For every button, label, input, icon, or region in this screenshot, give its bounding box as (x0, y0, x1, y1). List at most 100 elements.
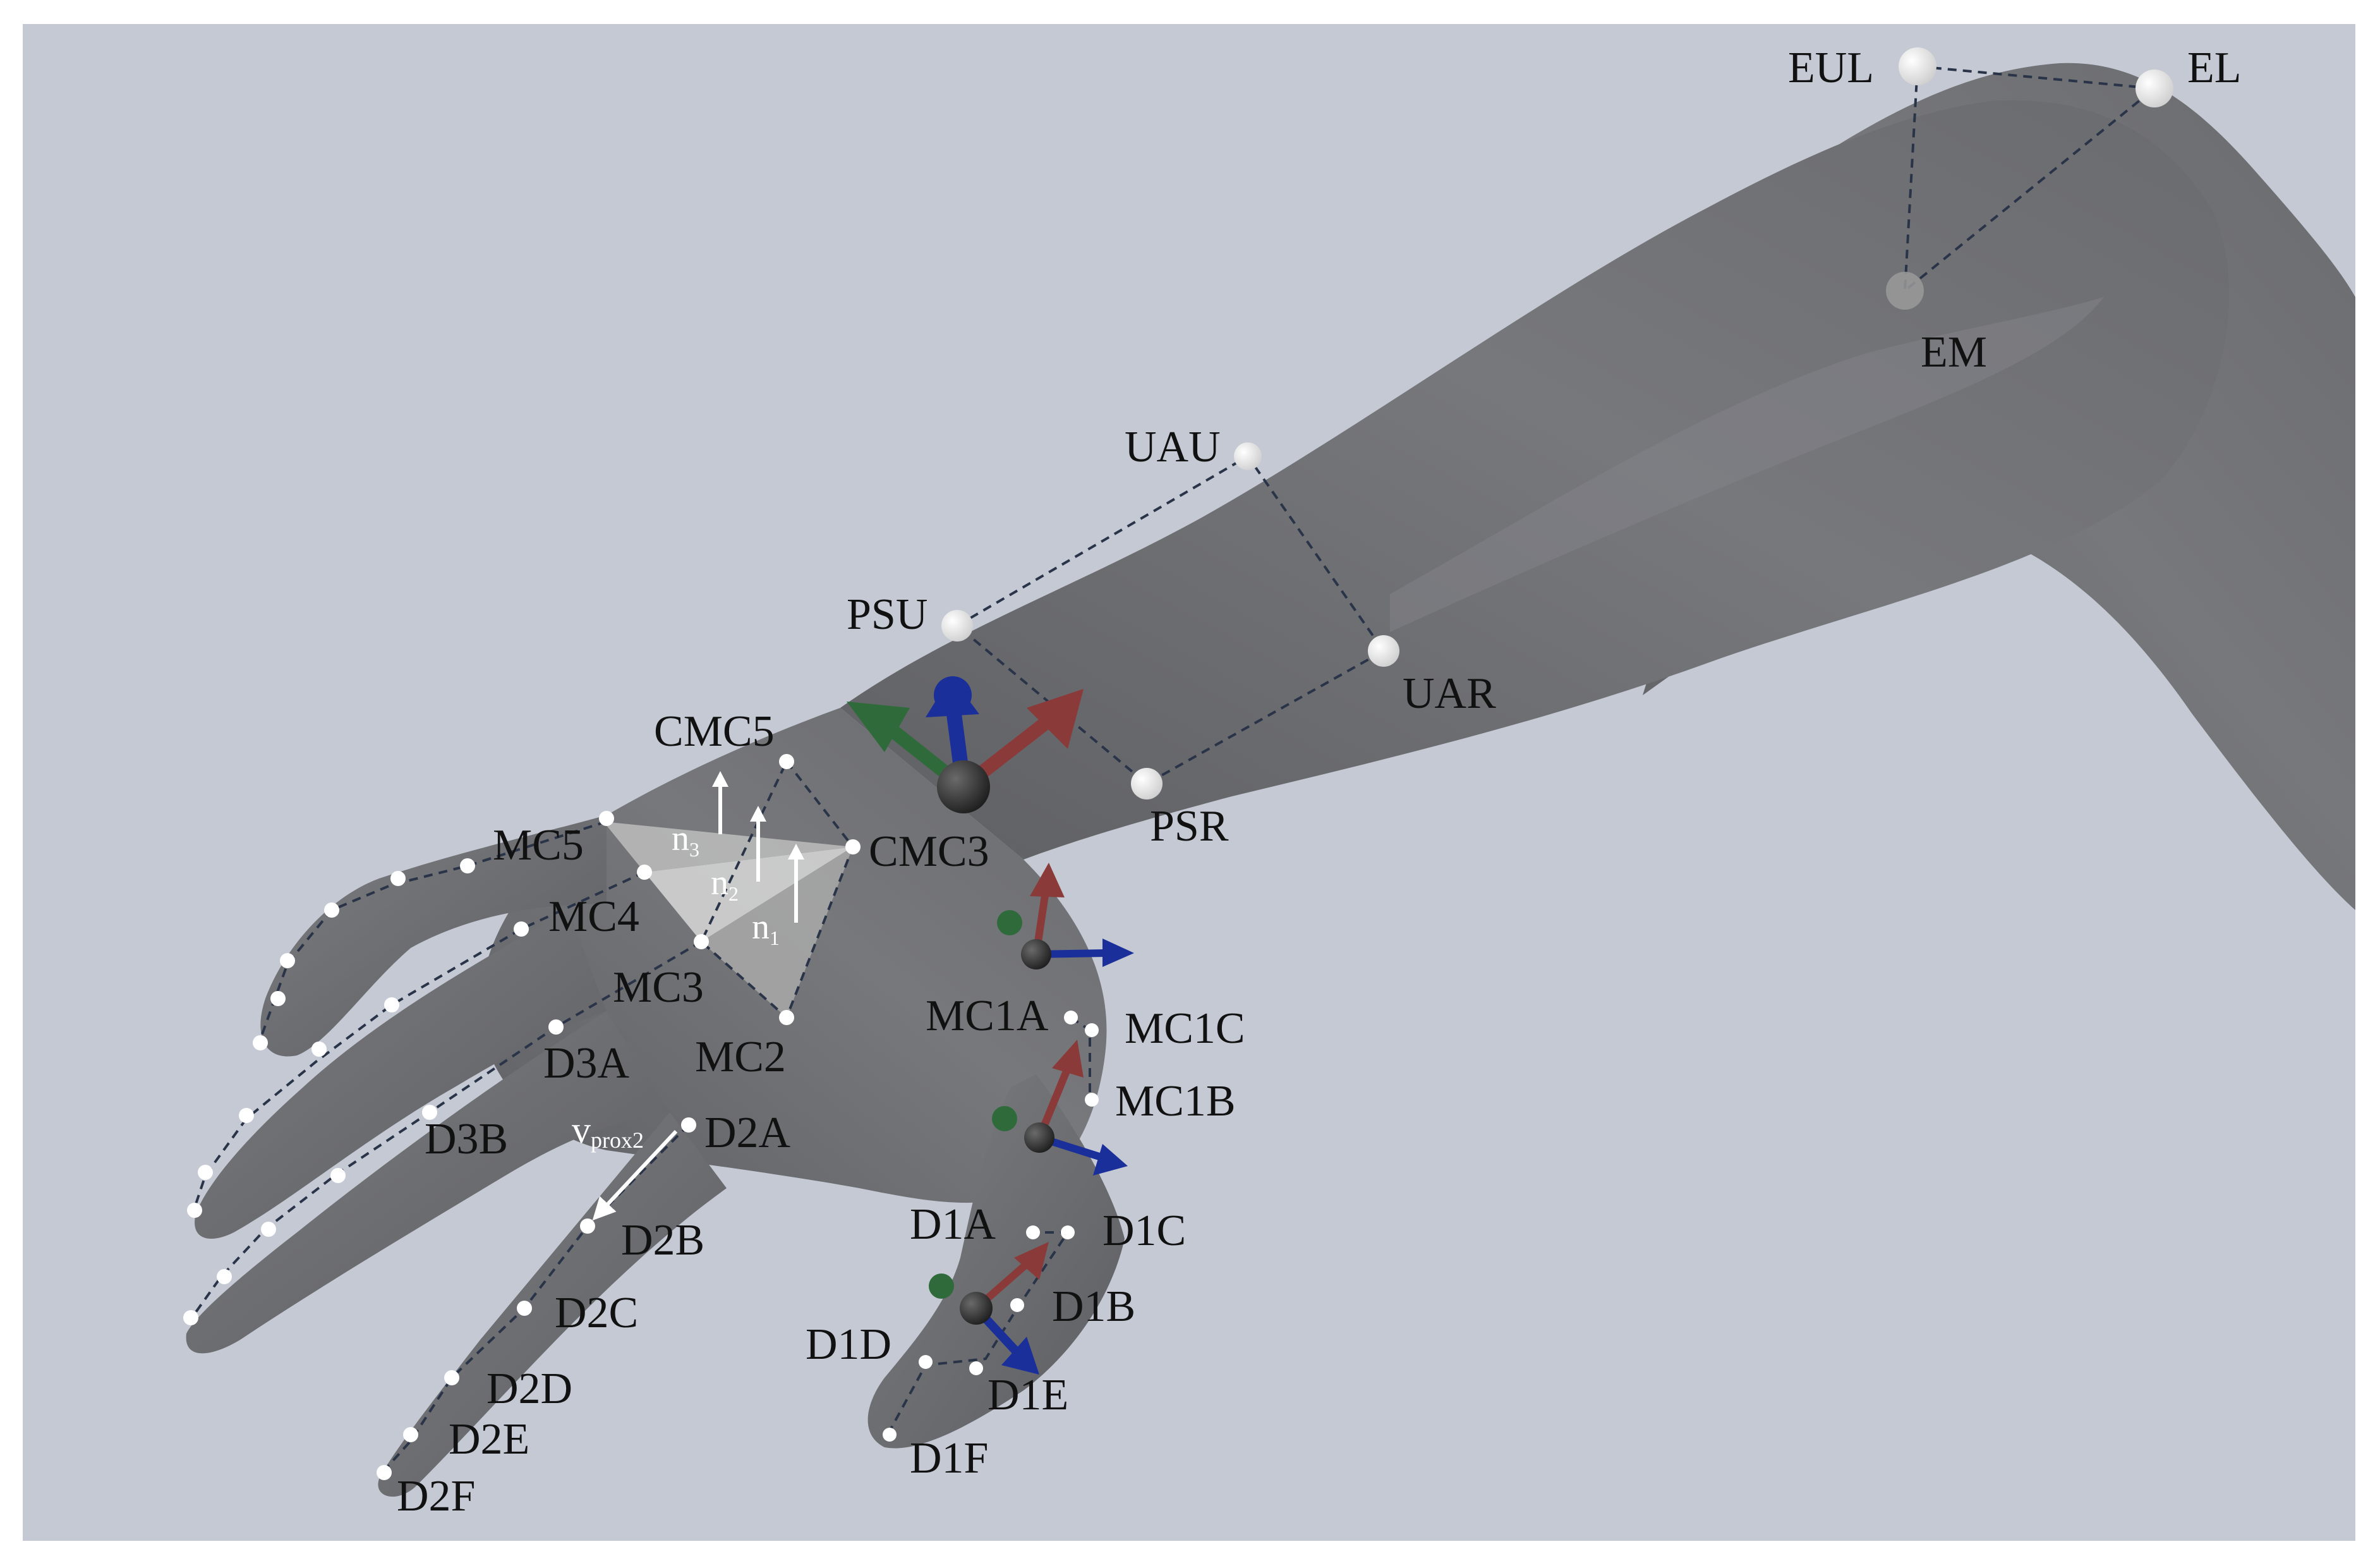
marker-MC1C (1085, 1023, 1099, 1037)
hand-markers (183, 754, 1099, 1480)
marker-little-b (390, 871, 406, 886)
label-D2B: D2B (621, 1216, 704, 1265)
marker-MC1B (1085, 1093, 1099, 1107)
label-UAU: UAU (1125, 423, 1221, 471)
marker-ring-c (311, 1042, 327, 1057)
label-MC1A: MC1A (926, 992, 1049, 1040)
middle-finger (186, 1011, 670, 1354)
ring-finger (195, 910, 607, 1239)
mcp1-frame (997, 863, 1134, 969)
label-MC1B: MC1B (1115, 1077, 1236, 1126)
label-EM: EM (1921, 328, 1987, 377)
marker-middle-f (183, 1310, 198, 1325)
marker-D1F (883, 1428, 897, 1442)
label-D3B: D3B (425, 1115, 508, 1164)
forearm-shape (840, 100, 2230, 860)
label-EL: EL (2187, 44, 2242, 92)
label-D2C: D2C (555, 1289, 638, 1337)
marker-D1E (969, 1361, 983, 1375)
label-D2D: D2D (486, 1364, 572, 1413)
arm-markers (941, 47, 2173, 799)
marker-MC2 (779, 1010, 794, 1025)
marker-ring-b (384, 997, 399, 1012)
marker-D2F (377, 1465, 392, 1480)
little-finger (260, 815, 607, 1057)
marker-D3B (422, 1105, 437, 1120)
label-n3: n3 (672, 819, 699, 861)
normal-vectors (712, 771, 804, 923)
label-D1E: D1E (988, 1371, 1068, 1419)
marker-D2E (403, 1427, 418, 1442)
label-MC1C: MC1C (1125, 1004, 1245, 1053)
marker-UAU (1234, 442, 1262, 470)
marker-D2A (681, 1117, 696, 1133)
marker-middle-d (261, 1222, 276, 1237)
marker-ring-e (198, 1165, 213, 1180)
label-PSR: PSR (1150, 802, 1229, 851)
d1-joint-center (960, 1292, 993, 1325)
marker-PSR (1131, 768, 1163, 799)
marker-MC4 (637, 865, 652, 880)
label-D2E: D2E (449, 1415, 529, 1464)
ip1-joint-center (1024, 1122, 1054, 1153)
label-MC3: MC3 (613, 963, 704, 1012)
marker-ring-a (514, 921, 529, 937)
marker-ring-d (239, 1108, 254, 1123)
marker-little-d (280, 953, 295, 968)
label-D3A: D3A (543, 1039, 630, 1088)
marker-little-e (270, 991, 286, 1006)
marker-D2B (580, 1219, 595, 1234)
wrist-frame (847, 676, 1084, 813)
d1-frame (929, 1242, 1049, 1375)
marker-little-c (324, 903, 339, 918)
label-vprox2: vprox2 (572, 1109, 644, 1153)
label-D1B: D1B (1052, 1282, 1135, 1331)
label-UAR: UAR (1403, 669, 1496, 718)
label-D2A: D2A (704, 1109, 791, 1157)
marker-CMC3 (845, 839, 861, 854)
plane-triangle-3 (603, 822, 853, 872)
marker-ring-f (187, 1203, 202, 1218)
thumb (867, 1074, 1125, 1449)
mcp1-joint-center (1021, 939, 1051, 969)
label-CMC3: CMC3 (869, 827, 989, 876)
label-CMC5: CMC5 (654, 707, 775, 756)
marker-middle-e (217, 1269, 232, 1284)
label-MC2: MC2 (695, 1033, 786, 1081)
marker-D2D (444, 1370, 459, 1385)
forearm-highlight (1390, 297, 2104, 632)
marker-labels: EUL EL EM UAU UAR PSU PSR CMC5 CMC3 MC5 … (397, 44, 2242, 1521)
marker-D3A (548, 1019, 564, 1035)
index-finger (378, 1112, 727, 1497)
vprox2-arrow (592, 1129, 678, 1221)
label-MC4: MC4 (548, 892, 639, 941)
marker-MC3 (694, 934, 709, 949)
marker-D1C (1061, 1225, 1075, 1239)
label-PSU: PSU (847, 590, 927, 639)
marker-CMC5 (779, 754, 794, 769)
marker-D1D (919, 1355, 933, 1369)
ip1-frame (992, 1040, 1128, 1176)
marker-PSU (941, 610, 973, 641)
marker-D1A (1026, 1225, 1040, 1239)
label-D1C: D1C (1102, 1206, 1186, 1255)
label-MC5: MC5 (493, 821, 584, 870)
plane-triangle-1 (644, 847, 853, 942)
label-D1D: D1D (806, 1320, 891, 1369)
wrist-joint-center (937, 760, 990, 813)
label-D1A: D1A (910, 1200, 996, 1249)
marker-EUL (1899, 47, 1936, 85)
label-n2: n2 (711, 863, 739, 905)
marker-UAR (1368, 635, 1399, 667)
marker-D1B (1010, 1298, 1024, 1312)
marker-EM (1886, 272, 1924, 310)
marker-middle-c (330, 1168, 346, 1183)
label-D1F: D1F (910, 1434, 988, 1483)
marker-MC5 (599, 811, 614, 826)
marker-D2C (517, 1301, 532, 1316)
label-n1: n1 (752, 908, 780, 949)
label-D2F: D2F (397, 1472, 475, 1521)
marker-little-f (253, 1035, 268, 1050)
